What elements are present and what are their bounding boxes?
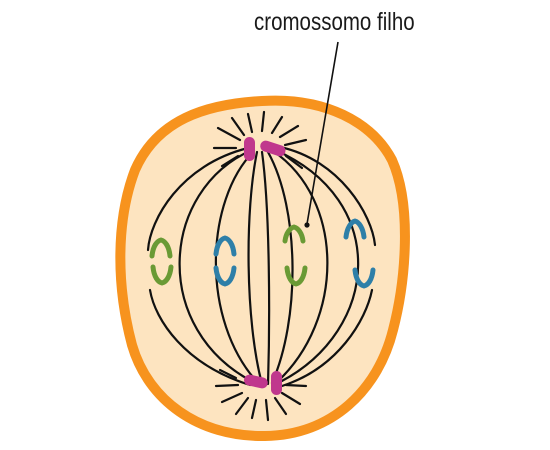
daughter-chromosome — [352, 267, 376, 289]
astral-ray — [264, 398, 270, 422]
daughter-chromosome — [213, 265, 237, 287]
astral-ray — [216, 126, 242, 142]
astral-ray — [230, 116, 246, 137]
astral-ray — [278, 124, 300, 139]
astral-ray — [220, 391, 244, 404]
daughter-chromosomes — [149, 218, 376, 289]
spindle-fiber — [260, 150, 271, 386]
astral-ray — [284, 154, 304, 170]
daughter-chromosome — [150, 264, 174, 286]
spindle-fiber — [178, 148, 257, 385]
spindle-fiber — [148, 288, 252, 387]
astral-ray — [250, 398, 258, 420]
centrosome-bottom — [244, 371, 282, 395]
cell-membrane — [115, 95, 410, 442]
spindle-fiber — [273, 148, 360, 384]
astral-ray — [284, 383, 308, 388]
spindle-fiber — [278, 145, 377, 247]
astral-ray — [270, 115, 284, 135]
centriole — [244, 137, 255, 161]
astral-ray — [246, 112, 254, 134]
astral-ray — [214, 383, 240, 388]
centriole — [260, 140, 286, 157]
pointer-dot — [304, 222, 310, 228]
astral-ray — [273, 396, 288, 416]
annotation: cromossomo filho — [254, 7, 415, 228]
astral-ray — [283, 138, 308, 147]
astral-ray — [260, 110, 266, 133]
spindle-fibers — [146, 110, 377, 422]
spindle-fiber — [247, 150, 264, 386]
daughter-chromosome — [284, 265, 308, 287]
centriole — [244, 374, 268, 389]
daughter-chromosome — [282, 224, 306, 244]
annotation-label: cromossomo filho — [254, 7, 415, 35]
astral-ray — [234, 396, 250, 416]
astral-ray — [220, 154, 240, 168]
spindle-fiber — [146, 146, 250, 252]
spindle-fiber — [266, 150, 294, 385]
daughter-chromosome — [149, 237, 173, 259]
spindle-fiber — [214, 149, 260, 385]
spindle-fiber — [280, 288, 374, 388]
astral-ray — [218, 368, 238, 380]
daughter-chromosome — [343, 218, 367, 240]
pointer-line — [306, 41, 339, 225]
centrosome-top — [244, 137, 286, 161]
centriole — [271, 371, 282, 395]
spindle-fiber — [271, 149, 329, 385]
daughter-chromosome — [213, 235, 237, 257]
astral-ray — [280, 391, 302, 406]
